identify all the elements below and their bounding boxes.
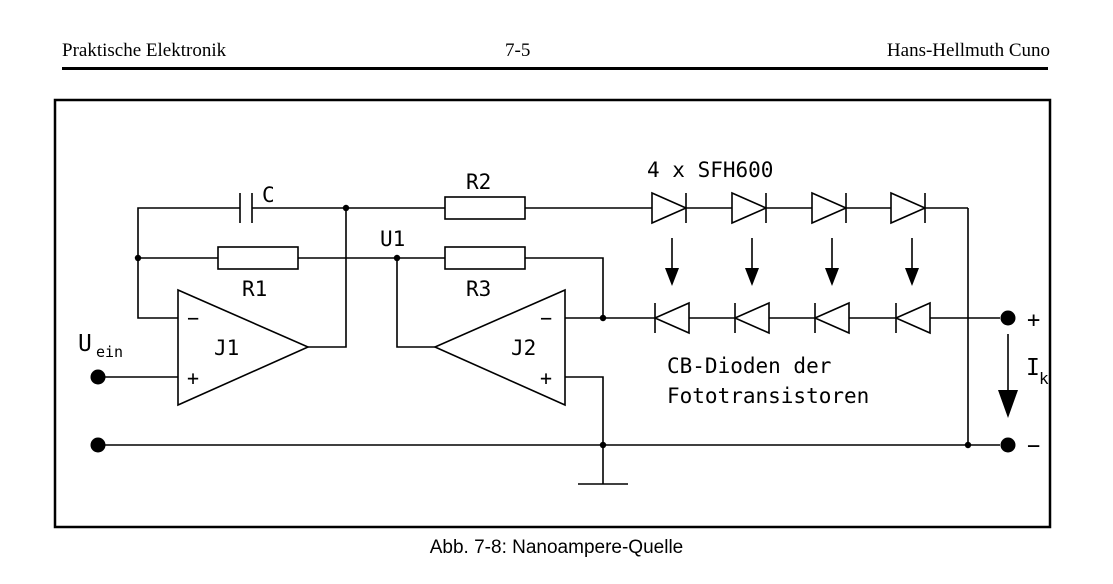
junction-dot: [599, 441, 607, 449]
led-diode: [890, 191, 927, 225]
cb-diode-row: [653, 301, 931, 335]
header-rule: [62, 67, 1048, 70]
label-cb-line1: CB-Dioden der: [667, 354, 831, 378]
resistor-r3: [444, 246, 526, 270]
label-ik-sub: k: [1039, 369, 1049, 388]
figure-caption: Abb. 7-8: Nanoampere-Quelle: [429, 537, 684, 558]
junction-dot: [964, 441, 972, 449]
resistor-r1: [217, 246, 299, 270]
header-left: Praktische Elektronik: [62, 40, 227, 61]
header-author: Hans-Hellmuth Cuno: [886, 40, 1050, 61]
led-diode: [731, 191, 768, 225]
terminal-plus: [1000, 310, 1016, 326]
wire-j2-plus: [396, 258, 435, 348]
wire-j1-out: [308, 208, 347, 348]
junction-dot: [599, 314, 607, 322]
junction-dot: [134, 254, 142, 262]
wire-j2-ground: [565, 376, 604, 445]
cb-diode: [653, 301, 690, 335]
terminal-ground-left: [90, 437, 106, 453]
label-r1: R1: [242, 277, 267, 301]
terminal-minus: [1000, 437, 1016, 453]
figure-frame: [53, 98, 1052, 529]
label-r2: R2: [466, 170, 491, 194]
label-u1: U1: [380, 227, 405, 251]
optical-arrow-head: [825, 268, 839, 286]
led-diode: [651, 191, 688, 225]
label-led: 4 x SFH600: [647, 158, 773, 182]
resistor-r2: [444, 196, 526, 220]
label-j1-plus: +: [187, 366, 199, 390]
opamp-j2: [433, 288, 566, 407]
led-diode: [811, 191, 848, 225]
opamp-j1: [177, 288, 310, 407]
wire-j1-minus: [137, 207, 240, 319]
label-j1: J1: [214, 336, 239, 360]
label-j2: J2: [511, 336, 536, 360]
junction-dot: [393, 254, 401, 262]
label-terminal-minus: −: [1027, 434, 1040, 459]
label-j2-plus: +: [540, 366, 552, 390]
label-uein-main: U: [78, 331, 92, 357]
optical-arrow-head: [665, 268, 679, 286]
label-terminal-plus: +: [1027, 308, 1040, 333]
optical-arrow-head: [905, 268, 919, 286]
cb-diode: [894, 301, 931, 335]
optical-arrow-head: [745, 268, 759, 286]
label-ik-main: I: [1026, 355, 1040, 381]
label-j2-minus: −: [540, 306, 552, 330]
label-r3: R3: [466, 277, 491, 301]
cb-diode: [813, 301, 850, 335]
label-cb-line2: Fototransistoren: [667, 384, 869, 408]
label-uein-sub: ein: [96, 343, 123, 361]
led-row: [651, 191, 927, 225]
wire-r3-right: [525, 257, 604, 318]
cb-diode: [733, 301, 770, 335]
page-number: 7-5: [505, 40, 531, 61]
current-arrow-head: [998, 390, 1018, 418]
label-j1-minus: −: [187, 306, 199, 330]
terminal-uein: [90, 369, 106, 385]
label-c: C: [262, 183, 275, 207]
junction-dot: [342, 204, 350, 212]
